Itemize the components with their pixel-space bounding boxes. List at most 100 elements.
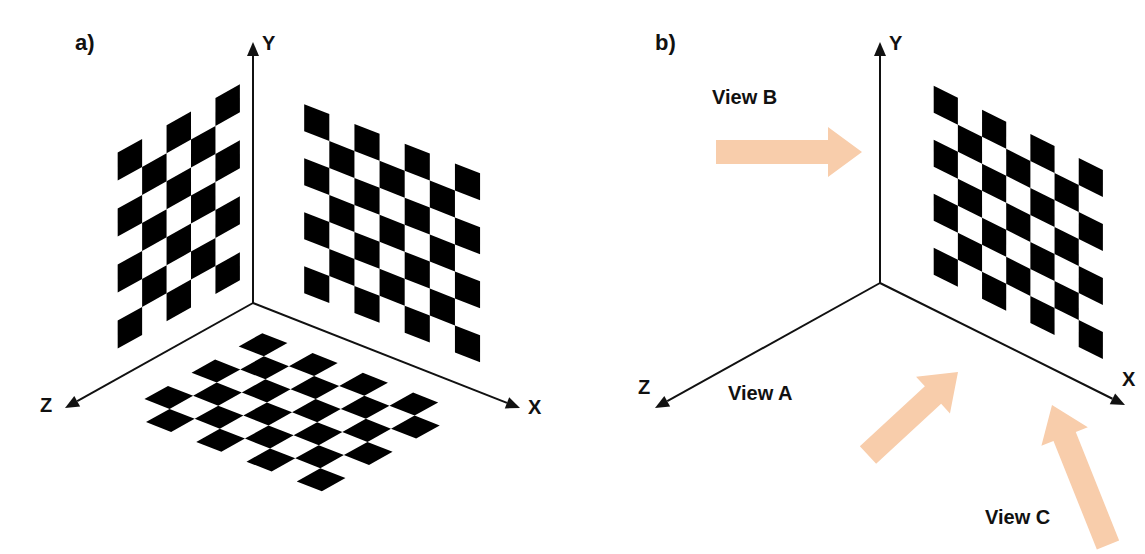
checker-square — [304, 266, 329, 303]
checker-square — [405, 198, 430, 235]
checker-square — [982, 110, 1006, 149]
checker-square — [239, 333, 288, 356]
checker-square — [142, 265, 166, 307]
checker-square — [934, 194, 958, 233]
checker-square — [982, 164, 1006, 203]
checker-square — [191, 182, 215, 224]
checker-square — [167, 224, 191, 266]
checker-square — [455, 325, 480, 362]
checker-square — [405, 144, 430, 181]
checker-square — [304, 104, 329, 141]
checker-square — [344, 442, 393, 465]
panel-label: b) — [655, 30, 676, 55]
axis-label: Y — [889, 32, 902, 55]
checker-square — [195, 406, 244, 429]
checker-square — [215, 196, 239, 238]
checker-square — [191, 126, 215, 168]
checker-square — [215, 140, 239, 182]
checker-square — [354, 178, 379, 215]
checker-square — [215, 84, 239, 126]
checker-square — [240, 356, 289, 379]
right-wall-checkerboard — [304, 104, 480, 362]
checker-square — [289, 353, 338, 376]
checker-square — [958, 125, 982, 164]
checker-square — [191, 238, 215, 280]
checker-square — [291, 376, 340, 399]
axis-arrowhead — [247, 42, 259, 56]
checker-square — [118, 251, 142, 293]
checker-square — [246, 448, 295, 471]
checker-square — [391, 416, 440, 439]
checker-square — [245, 425, 294, 448]
view-label: View B — [712, 86, 777, 109]
checker-square — [982, 218, 1006, 257]
checker-square — [380, 161, 405, 198]
axis-label: X — [1122, 368, 1135, 391]
checker-square — [341, 396, 390, 419]
floor-checkerboard — [144, 333, 439, 491]
checker-square — [380, 215, 405, 252]
checker-square — [146, 409, 195, 432]
checker-square — [142, 153, 166, 195]
left-wall-checkerboard — [118, 84, 240, 348]
checker-square — [292, 399, 341, 422]
checker-square — [215, 252, 239, 294]
checker-square — [1055, 227, 1079, 266]
panel-label: a) — [75, 30, 95, 55]
checker-square — [1079, 212, 1103, 251]
checker-square — [354, 286, 379, 323]
checker-square — [934, 140, 958, 179]
checker-square — [297, 468, 346, 491]
checker-square — [455, 163, 480, 200]
checker-square — [430, 181, 455, 218]
checker-square — [389, 393, 438, 416]
checker-square — [1079, 266, 1103, 305]
checker-square — [1055, 281, 1079, 320]
axis-arrowhead — [655, 396, 670, 408]
checker-square — [958, 179, 982, 218]
checker-square — [1030, 188, 1054, 227]
checker-square — [142, 209, 166, 251]
checker-square — [405, 306, 430, 343]
checker-square — [380, 269, 405, 306]
y-axis — [252, 56, 254, 303]
checker-square — [329, 249, 354, 286]
checker-square — [339, 373, 388, 396]
checker-square — [242, 379, 291, 402]
checker-square — [934, 86, 958, 125]
checker-square — [304, 212, 329, 249]
checker-square — [1030, 242, 1054, 281]
axis-arrowhead — [505, 397, 520, 408]
z-axis — [77, 303, 253, 401]
axis-label: Y — [262, 32, 275, 55]
checker-square — [342, 419, 391, 442]
axis-arrowhead — [1110, 393, 1125, 405]
x-axis — [253, 303, 507, 403]
view-arrow — [716, 127, 862, 177]
checker-square — [167, 280, 191, 322]
checker-square — [934, 248, 958, 287]
checker-square — [167, 168, 191, 210]
axis-label: Z — [638, 376, 650, 399]
checker-square — [196, 429, 245, 452]
checker-square — [354, 232, 379, 269]
checker-square — [304, 158, 329, 195]
checker-square — [294, 422, 343, 445]
checker-square — [329, 141, 354, 178]
checker-square — [243, 402, 292, 425]
checker-square — [1006, 149, 1030, 188]
checker-square — [405, 252, 430, 289]
checker-square — [1079, 320, 1103, 359]
checker-square — [1030, 134, 1054, 173]
axis-arrowhead — [65, 396, 80, 408]
checker-square — [118, 195, 142, 237]
checker-square — [144, 386, 193, 409]
checker-square — [167, 112, 191, 154]
view-arrow — [1041, 405, 1119, 549]
checker-square — [295, 445, 344, 468]
wall-checkerboard — [934, 86, 1103, 359]
checker-square — [1006, 203, 1030, 242]
axis-label: Z — [40, 394, 52, 417]
